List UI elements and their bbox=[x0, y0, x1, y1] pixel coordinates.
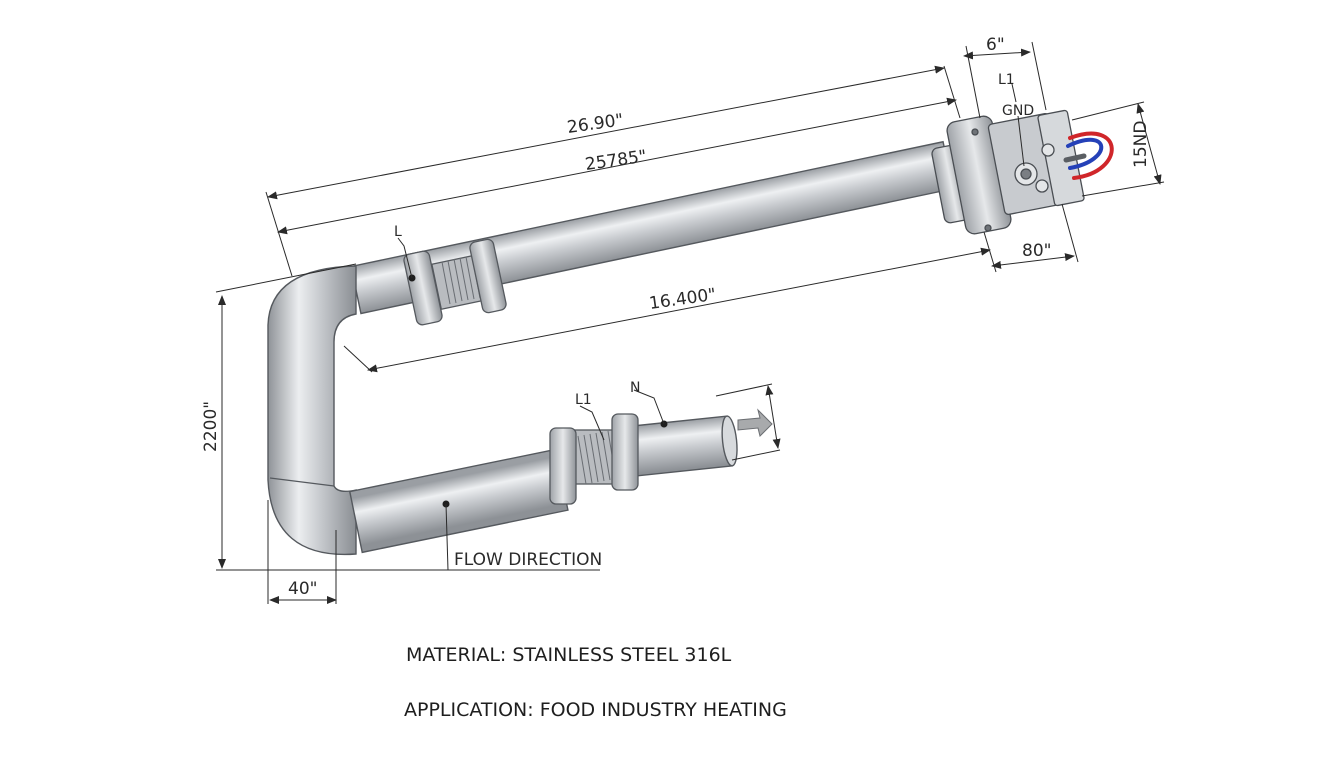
flow-arrow bbox=[737, 408, 773, 437]
heater-pipe bbox=[267, 140, 954, 556]
head-length-label: 80" bbox=[1022, 241, 1051, 261]
lower-pipe bbox=[348, 448, 569, 554]
outlet-nozzle bbox=[630, 415, 738, 477]
terminal-width-label: 6" bbox=[986, 35, 1005, 55]
callout-labels: L L1 N L1 GND FLOW DIRECTION bbox=[394, 72, 1034, 570]
dimension-lines bbox=[215, 41, 1165, 604]
material-note: MATERIAL: STAINLESS STEEL 316L bbox=[406, 644, 732, 666]
body-length-label: 25785" bbox=[584, 147, 648, 175]
label-l1-head: L1 bbox=[998, 72, 1015, 88]
label-l: L bbox=[394, 224, 402, 240]
lower-bellows-fitting bbox=[549, 413, 639, 505]
label-l1-lower: L1 bbox=[575, 392, 592, 408]
label-gnd: GND bbox=[1002, 103, 1034, 119]
vertical-leg bbox=[267, 265, 357, 556]
height-label: 2200" bbox=[201, 401, 221, 452]
lead-wires bbox=[1063, 131, 1114, 180]
flow-direction-label: FLOW DIRECTION bbox=[454, 550, 602, 570]
dimension-labels: 26.90" 25785" 16.400" 6" 80" 15ND 2200" … bbox=[201, 35, 1151, 599]
label-n: N bbox=[630, 380, 640, 396]
terminal-head bbox=[931, 109, 1085, 235]
overall-length-label: 26.90" bbox=[566, 110, 625, 138]
head-height-label: 15ND bbox=[1131, 121, 1151, 168]
application-note: APPLICATION: FOOD INDUSTRY HEATING bbox=[404, 699, 787, 721]
bend-width-label: 40" bbox=[288, 579, 317, 599]
